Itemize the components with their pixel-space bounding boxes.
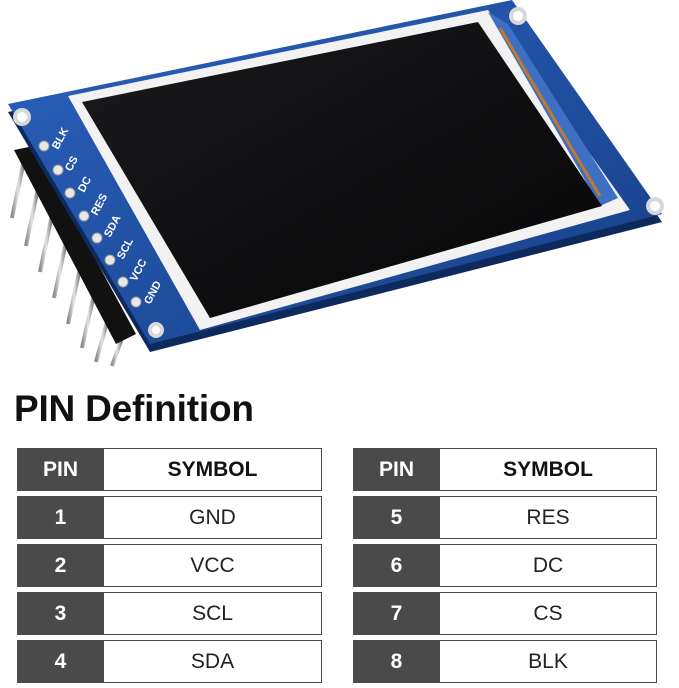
mounting-hole-icon [13,7,664,338]
pin-symbol: SDA [104,640,322,683]
table-header-row: PIN SYMBOL [17,448,322,491]
table-row: 4 SDA [17,640,322,683]
pin-number: 3 [17,592,104,635]
header-pins [10,159,124,367]
table-row: 2 VCC [17,544,322,587]
pin-table-left: PIN SYMBOL 1 GND 2 VCC 3 SCL 4 SDA [17,443,322,688]
pin-symbol: SCL [104,592,322,635]
pin-symbol: GND [104,496,322,539]
table-row: 6 DC [353,544,657,587]
symbol-column-header: SYMBOL [104,448,322,491]
pin-number: 1 [17,496,104,539]
pin-column-header: PIN [353,448,440,491]
table-row: 7 CS [353,592,657,635]
pin-number: 6 [353,544,440,587]
pin-number: 8 [353,640,440,683]
pin-symbol: RES [440,496,657,539]
pin-number: 2 [17,544,104,587]
solder-pads [38,140,142,308]
table-header-row: PIN SYMBOL [353,448,657,491]
table-row: 3 SCL [17,592,322,635]
table-row: 8 BLK [353,640,657,683]
pin-symbol: BLK [440,640,657,683]
pin-table-right: PIN SYMBOL 5 RES 6 DC 7 CS 8 BLK [353,443,657,688]
symbol-column-header: SYMBOL [440,448,657,491]
pin-number: 5 [353,496,440,539]
lcd-screen [82,22,602,318]
pin-definition-heading: PIN Definition [14,388,254,429]
tft-display-module-image: GND VCC SCL SDA RES DC CS BLK [8,0,664,367]
pin-number: 7 [353,592,440,635]
pin-symbol: VCC [104,544,322,587]
pin-column-header: PIN [17,448,104,491]
pin-symbol: CS [440,592,657,635]
pin-header-block [14,146,136,344]
table-row: 1 GND [17,496,322,539]
pin-number: 4 [17,640,104,683]
pin-symbol: DC [440,544,657,587]
table-row: 5 RES [353,496,657,539]
